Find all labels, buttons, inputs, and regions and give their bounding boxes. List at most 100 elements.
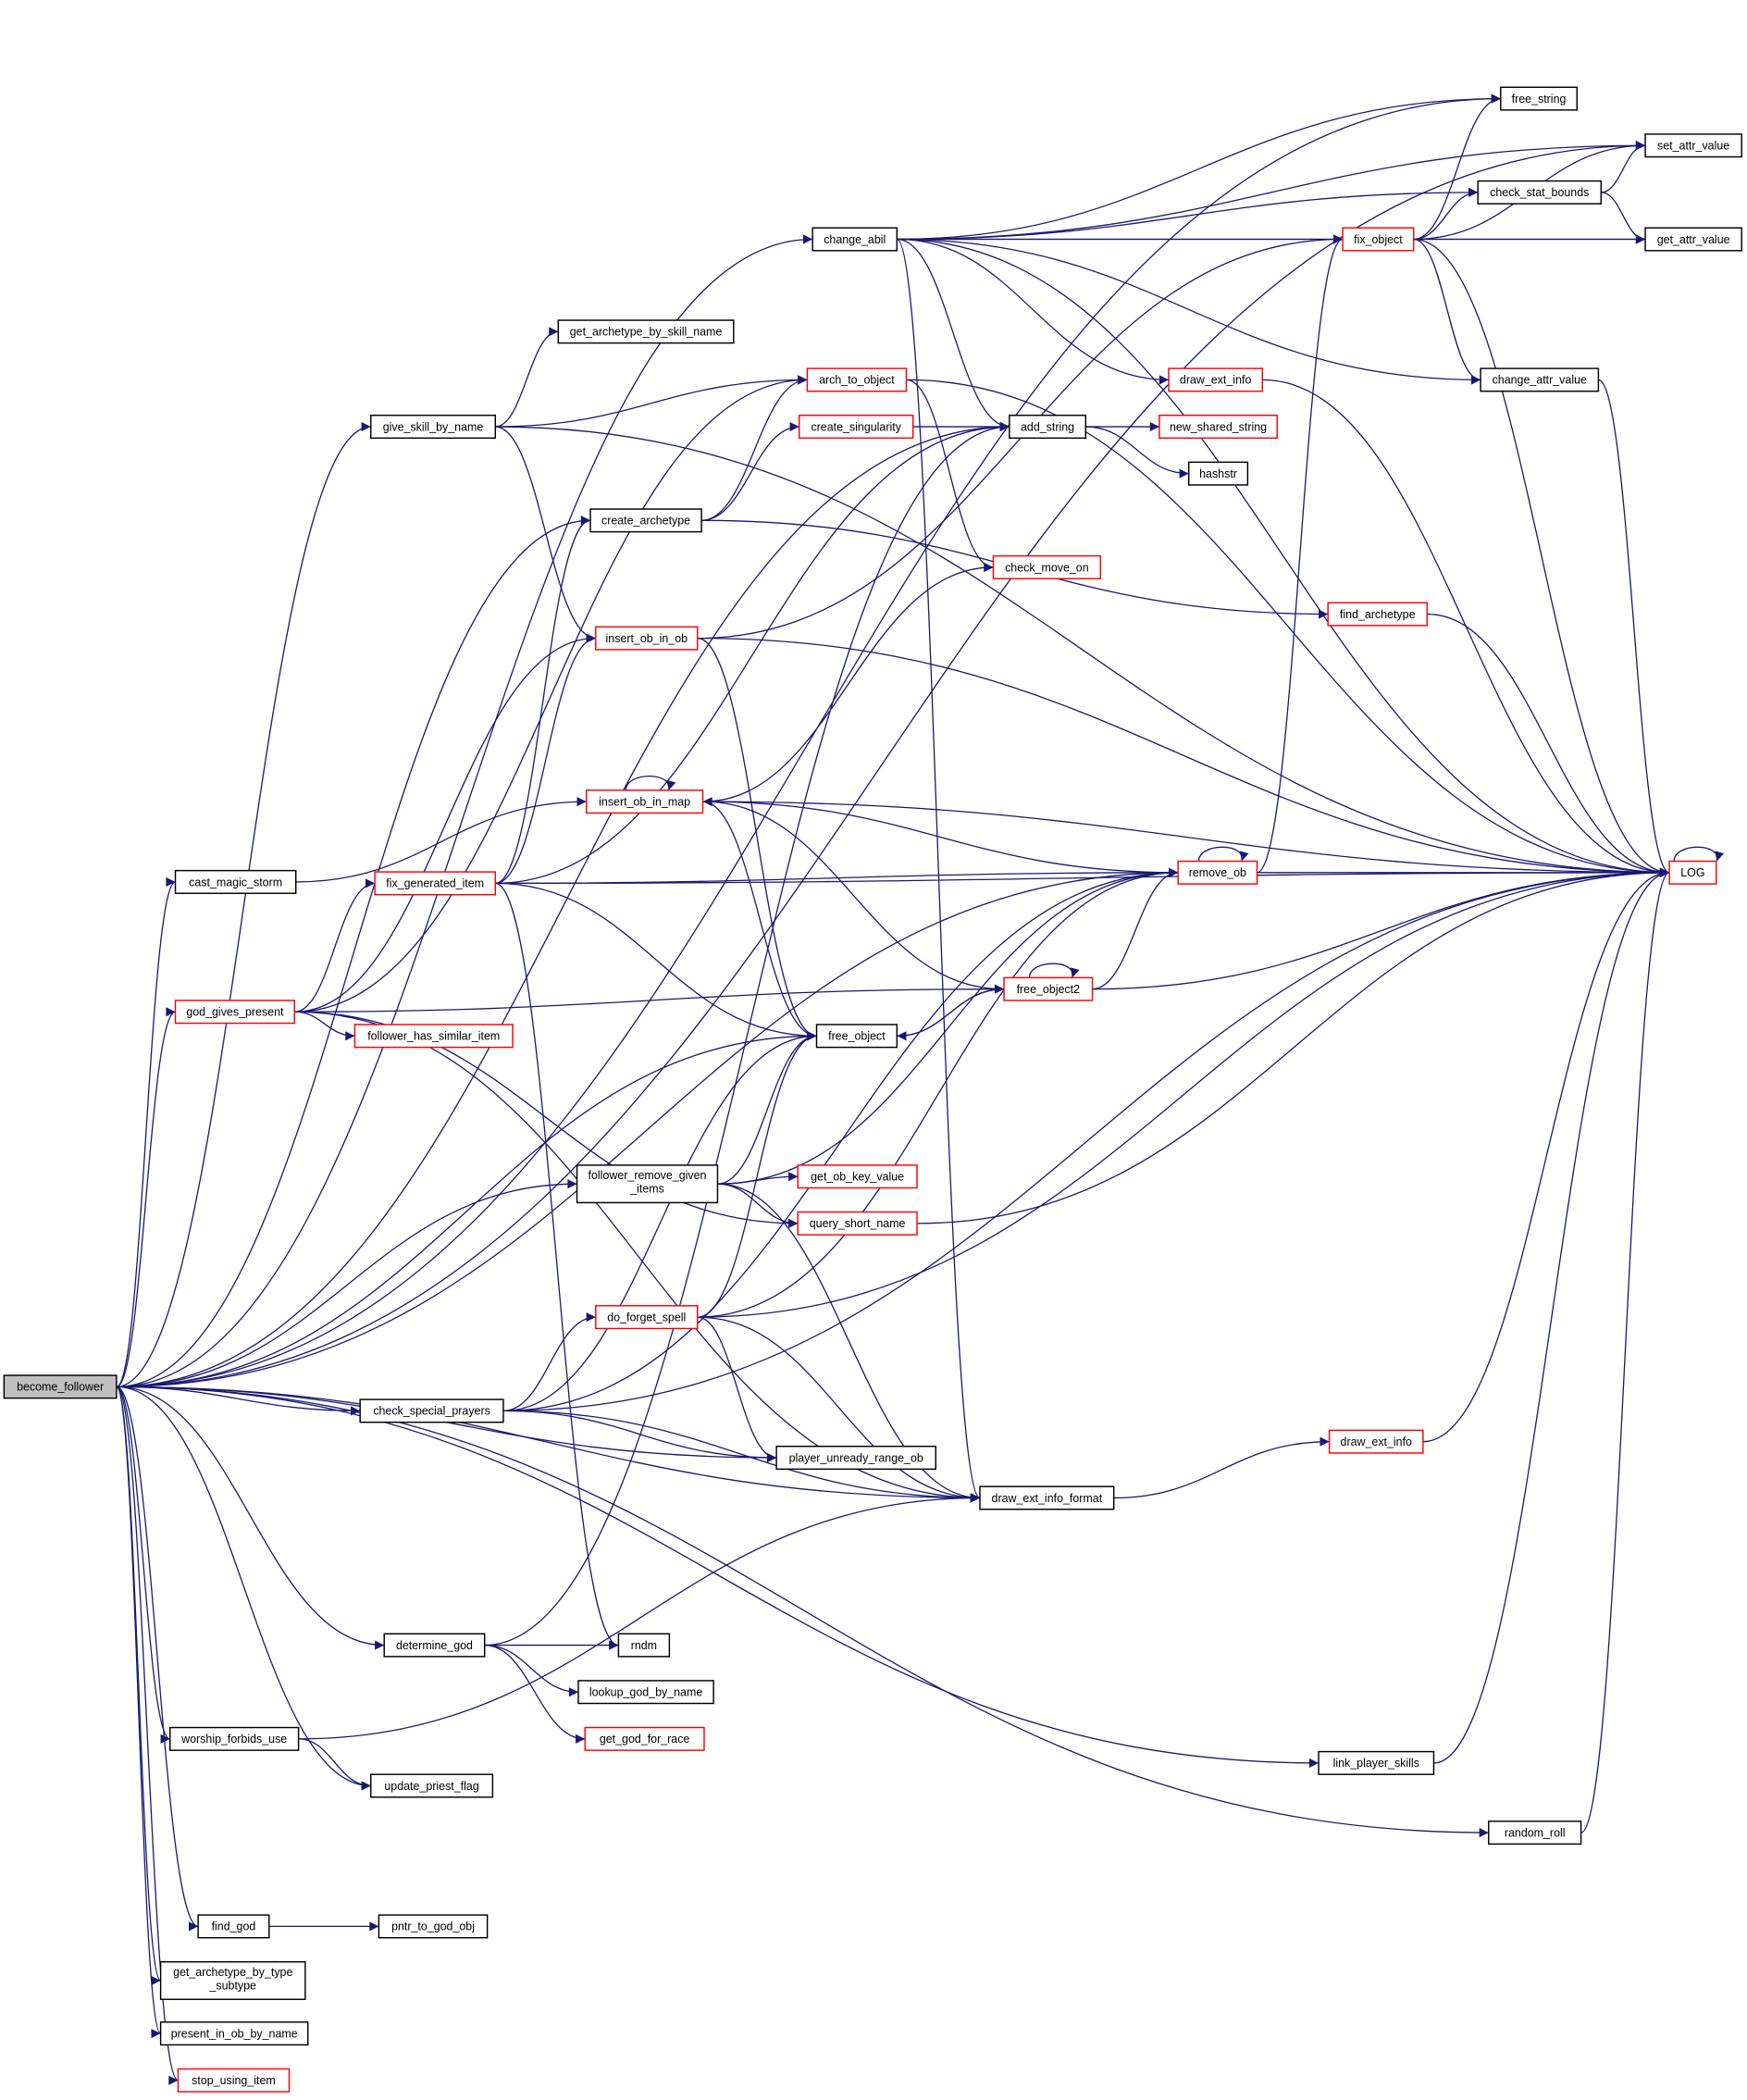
node-follower-has-similar-item[interactable]: follower_has_similar_item bbox=[353, 1024, 514, 1049]
edge-fix_object-to-free_string bbox=[1413, 93, 1501, 241]
node-update-priest-flag[interactable]: update_priest_flag bbox=[370, 1773, 494, 1798]
node-box bbox=[1342, 227, 1415, 252]
node-stop-using-item[interactable]: stop_using_item bbox=[177, 2068, 291, 2093]
node-label: get_attr_value bbox=[1657, 233, 1730, 246]
node-create-singularity[interactable]: create_singularity bbox=[798, 415, 914, 440]
edge-become_follower-to-link_player_skills bbox=[116, 1386, 1320, 1768]
node-determine-god[interactable]: determine_god bbox=[383, 1633, 486, 1658]
edge-become_follower-to-determine_god bbox=[116, 1386, 385, 1650]
node-get-god-for-race[interactable]: get_god_for_race bbox=[584, 1726, 705, 1751]
nodes: become_follower free_string set_attr_value… bbox=[3, 86, 1742, 2093]
node-god-gives-present[interactable]: god_gives_present bbox=[174, 1000, 296, 1025]
node-label: become_follower bbox=[17, 1381, 104, 1394]
node-follower-remove-given-items[interactable]: follower_remove_given_items bbox=[576, 1164, 719, 1204]
edge-insert_ob_in_ob-to-free_object bbox=[697, 637, 817, 1041]
node-box bbox=[577, 1680, 714, 1705]
node-find-god[interactable]: find_god bbox=[197, 1914, 270, 1939]
node-LOG[interactable]: LOG bbox=[1668, 860, 1717, 885]
node-get-archetype-by-type-subtype[interactable]: get_archetype_by_type_subtype bbox=[159, 1961, 306, 2000]
node-box bbox=[815, 1024, 898, 1049]
node-player-unready-range-ob[interactable]: player_unready_range_ob bbox=[775, 1446, 936, 1471]
node-hashstr[interactable]: hashstr bbox=[1187, 461, 1249, 486]
node-box bbox=[174, 869, 297, 894]
node-label: rndm bbox=[631, 1639, 657, 1652]
node-query-short-name[interactable]: query_short_name bbox=[797, 1211, 918, 1236]
node-add-string[interactable]: add_string bbox=[1009, 415, 1087, 440]
node-label: set_attr_value bbox=[1657, 140, 1729, 153]
edge-give_skill_by_name-to-arch_to_object bbox=[495, 375, 808, 428]
node-random-roll[interactable]: random_roll bbox=[1488, 1820, 1582, 1845]
node-check-special-prayers[interactable]: check_special_prayers bbox=[359, 1398, 504, 1423]
node-lookup-god-by-name[interactable]: lookup_god_by_name bbox=[577, 1680, 714, 1705]
edge-become_follower-to-add_string bbox=[116, 422, 1010, 1388]
edge-fix_generated_item-to-free_object bbox=[495, 882, 817, 1041]
edge-insert_ob_in_map-to-free_object bbox=[702, 801, 817, 1041]
edge-become_follower-to-free_object bbox=[116, 1031, 817, 1388]
node-arch-to-object[interactable]: arch_to_object bbox=[806, 367, 908, 392]
node-box bbox=[589, 508, 702, 533]
node-free-object[interactable]: free_object bbox=[815, 1024, 898, 1049]
node-find-archetype[interactable]: find_archetype bbox=[1327, 602, 1428, 627]
node-label: free_object bbox=[828, 1030, 886, 1043]
node-do-forget-spell[interactable]: do_forget_spell bbox=[595, 1305, 699, 1330]
node-label: follower_has_similar_item bbox=[367, 1030, 500, 1043]
node-give-skill-by-name[interactable]: give_skill_by_name bbox=[370, 415, 497, 440]
node-insert-ob-in-map[interactable]: insert_ob_in_map bbox=[585, 789, 704, 814]
edge-god_gives_present-to-draw_ext_info_format bbox=[294, 1011, 981, 1503]
edge-link_player_skills-to-LOG bbox=[1433, 867, 1670, 1764]
node-get-ob-key-value[interactable]: get_ob_key_value bbox=[797, 1164, 918, 1189]
node-change-attr-value[interactable]: change_attr_value bbox=[1480, 367, 1600, 392]
edge-draw_ext_info_2-to-LOG bbox=[1422, 867, 1670, 1443]
node-fix-object[interactable]: fix_object bbox=[1342, 227, 1415, 252]
edge-remove_ob-to-fix_object bbox=[1257, 234, 1344, 874]
node-box bbox=[159, 1961, 306, 2000]
node-insert-ob-in-ob[interactable]: insert_ob_in_ob bbox=[595, 626, 699, 651]
node-cast-magic-storm[interactable]: cast_magic_storm bbox=[174, 869, 297, 894]
node-check-stat-bounds[interactable]: check_stat_bounds bbox=[1477, 180, 1603, 205]
node-box bbox=[1003, 976, 1094, 1001]
node-get-archetype-by-skill-name[interactable]: get_archetype_by_skill_name bbox=[557, 319, 735, 344]
node-pntr-to-god-obj[interactable]: pntr_to_god_obj bbox=[378, 1914, 489, 1939]
edge-become_follower-to-present_in_ob_by_name bbox=[116, 1386, 162, 2038]
node-new-shared-string[interactable]: new_shared_string bbox=[1158, 415, 1278, 440]
node-label: draw_ext_info bbox=[1180, 374, 1252, 387]
node-box bbox=[1318, 1750, 1435, 1775]
edge-free_object-to-free_object2 bbox=[897, 984, 1005, 1037]
node-create-archetype[interactable]: create_archetype bbox=[589, 508, 702, 533]
node-box bbox=[383, 1633, 486, 1658]
node-label: insert_ob_in_ob bbox=[606, 632, 688, 645]
node-label: present_in_ob_by_name bbox=[171, 2027, 298, 2040]
node-draw-ext-info-format[interactable]: draw_ext_info_format bbox=[979, 1485, 1115, 1510]
node-box bbox=[359, 1398, 504, 1423]
node-present-in-ob-by-name[interactable]: present_in_ob_by_name bbox=[159, 2021, 309, 2046]
node-label: follower_remove_given bbox=[589, 1169, 707, 1182]
node-worship-forbids-use[interactable]: worship_forbids_use bbox=[169, 1726, 300, 1751]
node-remove-ob[interactable]: remove_ob bbox=[1177, 860, 1258, 885]
edge-fix_generated_item-to-create_archetype bbox=[495, 516, 591, 885]
node-get-attr-value[interactable]: get_attr_value bbox=[1644, 227, 1742, 252]
edge-fix_generated_item-to-rndm bbox=[495, 882, 619, 1650]
node-box bbox=[1668, 860, 1717, 885]
edge-insert_ob_in_map-to-LOG bbox=[702, 801, 1670, 877]
node-become-follower[interactable]: become_follower bbox=[3, 1374, 118, 1399]
edge-fix_object-to-LOG bbox=[1413, 238, 1670, 877]
node-draw-ext-info-2[interactable]: draw_ext_info bbox=[1328, 1429, 1424, 1454]
edge-change_abil-to-free_string bbox=[897, 93, 1501, 241]
node-label: random_roll bbox=[1505, 1826, 1566, 1839]
edge-fix_generated_item-to-LOG bbox=[495, 867, 1670, 885]
node-label: check_move_on bbox=[1005, 561, 1089, 574]
edge-fix_generated_item-to-add_string bbox=[495, 421, 1010, 885]
node-check-move-on[interactable]: check_move_on bbox=[992, 554, 1101, 579]
edge-worship_forbids_use-to-update_priest_flag bbox=[298, 1738, 371, 1791]
node-set-attr-value[interactable]: set_attr_value bbox=[1644, 133, 1742, 158]
node-free-string[interactable]: free_string bbox=[1500, 86, 1578, 111]
node-rndm[interactable]: rndm bbox=[617, 1633, 671, 1658]
node-fix-generated-item[interactable]: fix_generated_item bbox=[374, 871, 497, 896]
node-draw-ext-info[interactable]: draw_ext_info bbox=[1168, 367, 1264, 392]
edge-fix_object-to-check_stat_bounds bbox=[1413, 187, 1479, 241]
node-label: fix_object bbox=[1354, 233, 1403, 246]
node-change-abil[interactable]: change_abil bbox=[812, 227, 898, 252]
node-link-player-skills[interactable]: link_player_skills bbox=[1318, 1750, 1435, 1775]
node-free-object2[interactable]: free_object2 bbox=[1003, 976, 1094, 1001]
